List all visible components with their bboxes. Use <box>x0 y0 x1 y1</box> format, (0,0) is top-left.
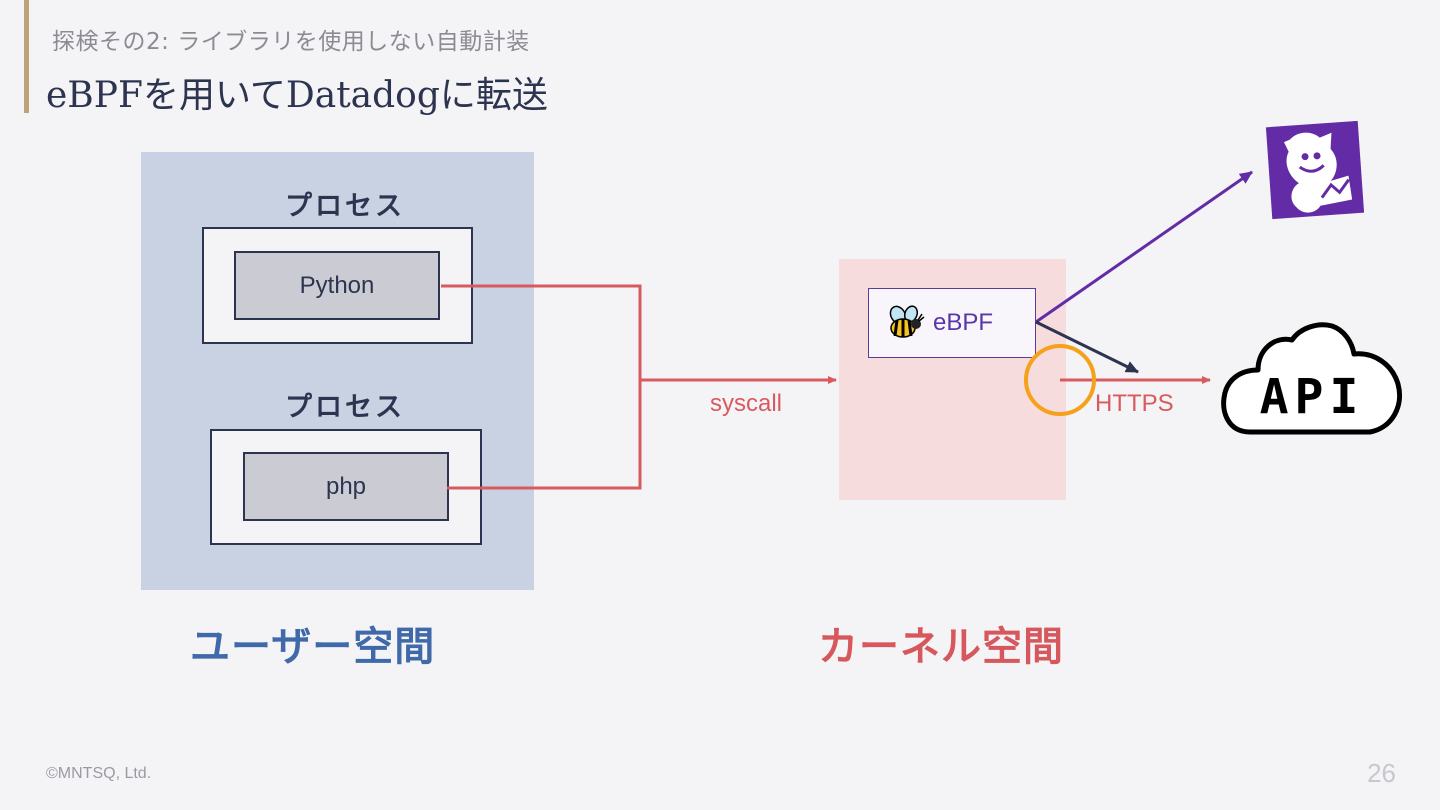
page-number: 26 <box>1367 758 1396 788</box>
user-space-label: ユーザー空間 <box>190 624 436 670</box>
api-label: API <box>1260 369 1365 425</box>
highlight-circle <box>1024 344 1096 416</box>
syscall-label: syscall <box>710 390 783 417</box>
slide-subtitle: 探検その2: ライブラリを使用しない自動計装 <box>52 29 530 55</box>
ebpf-to-datadog-arrow <box>1035 170 1253 324</box>
ebpf-label: eBPF <box>933 309 994 336</box>
slide-title: eBPFを用いてDatadogに転送 <box>46 75 548 116</box>
datadog-logo-icon <box>1265 120 1365 220</box>
bee-icon <box>889 305 925 338</box>
api-cloud-icon: API <box>1221 322 1402 435</box>
process-label-1: プロセス <box>285 191 405 222</box>
ebpf-hook-arrow <box>1035 320 1139 374</box>
copyright-footer: ©MNTSQ, Ltd. <box>46 765 152 782</box>
title-accent-bar <box>24 0 29 113</box>
kernel-space-label: カーネル空間 <box>818 624 1064 670</box>
python-runtime-box: Python <box>234 251 440 320</box>
ebpf-box: eBPF <box>868 288 1036 358</box>
process-label-2: プロセス <box>285 392 405 423</box>
syscall-connector <box>441 284 837 490</box>
https-label: HTTPS <box>1095 390 1174 417</box>
